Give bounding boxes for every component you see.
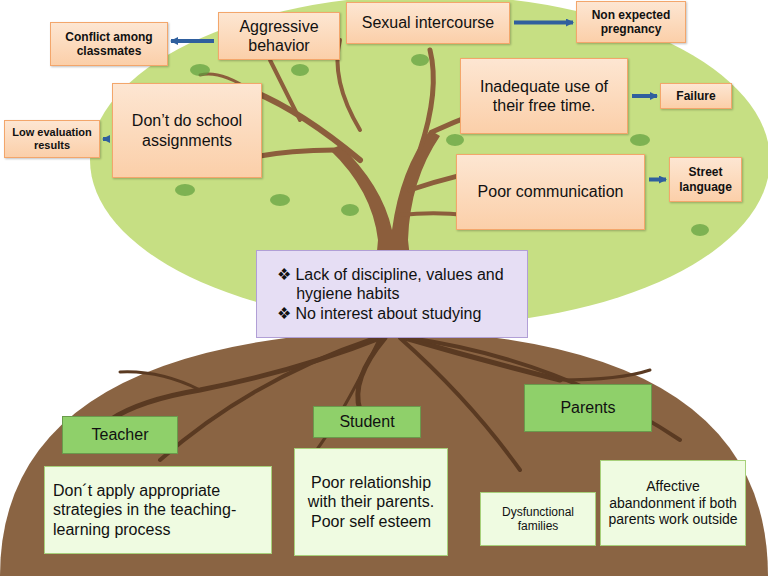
cause-box: Don´t apply appropriate strategies in th…: [44, 466, 272, 554]
box-text: Teacher: [92, 425, 149, 444]
box-text: Aggressive behavior: [224, 17, 334, 55]
box-text: Inadequate use of their free time.: [466, 77, 622, 115]
box-text: Low evaluation results: [10, 126, 94, 152]
box-text: Poor communication: [478, 182, 624, 201]
effect-box: Don’t do school assignments: [112, 83, 262, 178]
box-text: Don´t apply appropriate strategies in th…: [53, 481, 266, 539]
box-text: Parents: [560, 398, 615, 417]
box-text: Dysfunctional families: [486, 505, 590, 534]
arrow-connector: [632, 94, 657, 98]
cause-box: Affective abandonment if both parents wo…: [600, 460, 746, 546]
box-text: Affective abandonment if both parents wo…: [606, 478, 740, 528]
effect-box: Sexual intercourse: [346, 2, 510, 44]
cause-group-box: Student: [313, 406, 421, 438]
box-text: ❖ No interest about studying: [277, 304, 481, 323]
box-text: Don’t do school assignments: [118, 111, 256, 149]
arrow-connector: [171, 39, 214, 43]
effect-box: Poor communication: [456, 154, 645, 230]
consequence-box: Conflict among classmates: [50, 22, 168, 66]
consequence-box: Low evaluation results: [4, 120, 100, 158]
box-text: Poor relationship with their parents.: [300, 473, 442, 511]
cause-group-box: Teacher: [62, 416, 178, 454]
box-text: Non expected pregnancy: [582, 8, 680, 37]
box-text: Sexual intercourse: [362, 13, 495, 32]
arrow-connector: [514, 21, 573, 25]
box-text: ❖ Lack of discipline, values and hygiene…: [277, 265, 519, 303]
box-text: Failure: [676, 89, 715, 103]
consequence-box: Non expected pregnancy: [576, 1, 686, 43]
effect-box: Inadequate use of their free time.: [460, 58, 628, 134]
tree-canopy: [90, 0, 768, 325]
ground: [0, 330, 768, 576]
effect-box: Aggressive behavior: [218, 12, 340, 60]
consequence-box: Street language: [669, 157, 742, 202]
box-text: Student: [339, 412, 394, 431]
box-text: Poor self esteem: [311, 512, 431, 531]
arrow-connector: [103, 137, 108, 141]
consequence-box: Failure: [660, 83, 732, 109]
box-text: Street language: [675, 165, 736, 194]
core-problem-box: ❖ Lack of discipline, values and hygiene…: [256, 250, 528, 338]
arrow-connector: [649, 178, 666, 182]
cause-group-box: Parents: [524, 384, 652, 432]
cause-box: Poor relationship with their parents.Poo…: [294, 448, 448, 556]
cause-box: Dysfunctional families: [480, 492, 596, 546]
box-text: Conflict among classmates: [56, 30, 162, 59]
